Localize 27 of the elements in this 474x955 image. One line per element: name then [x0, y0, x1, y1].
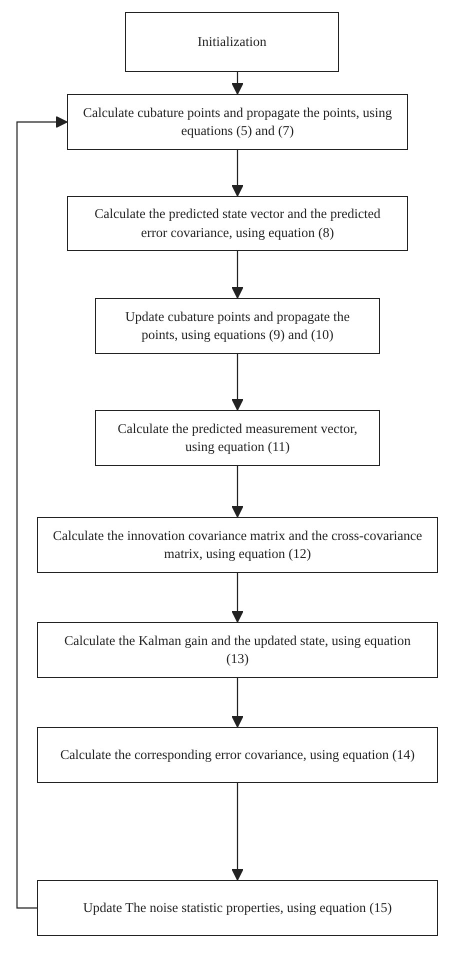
- arrow: [232, 150, 244, 197]
- arrow: [16, 116, 68, 909]
- process-box: [125, 12, 339, 72]
- process-box: [67, 94, 408, 150]
- step-text: Calculate the innovation covariance matrix and the cross-covariance matrix, using equation (12): [52, 526, 423, 563]
- step-text: Update cubature points and propagate the points, using equations (9) and (10): [124, 308, 351, 344]
- process-box: [95, 298, 380, 354]
- arrow: [232, 251, 244, 299]
- step-text: Calculate the predicted state vector and the predicted error covariance, using equation (8): [94, 205, 382, 242]
- process-box: [37, 727, 438, 783]
- step-text: Calculate cubature points and propagate the points, using equations (5) and (7): [82, 104, 393, 140]
- process-box: [67, 196, 408, 251]
- arrow: [232, 678, 244, 728]
- arrow: [232, 783, 244, 881]
- step-text: Update The noise statistic properties, using equation (15): [83, 898, 392, 917]
- arrow: [232, 72, 244, 95]
- process-box: [95, 410, 380, 466]
- process-box: [37, 517, 438, 573]
- step-text: Calculate the corresponding error covariance, using equation (14): [60, 746, 415, 764]
- arrow: [232, 466, 244, 518]
- step-text: Calculate the predicted measurement vector, using equation (11): [116, 420, 358, 456]
- process-box: [37, 622, 438, 678]
- step-text: Initialization: [198, 32, 266, 51]
- process-box: [37, 880, 438, 936]
- arrow: [232, 573, 244, 623]
- step-text: Calculate the Kalman gain and the updated state, using equation (13): [63, 632, 412, 668]
- arrow: [232, 354, 244, 411]
